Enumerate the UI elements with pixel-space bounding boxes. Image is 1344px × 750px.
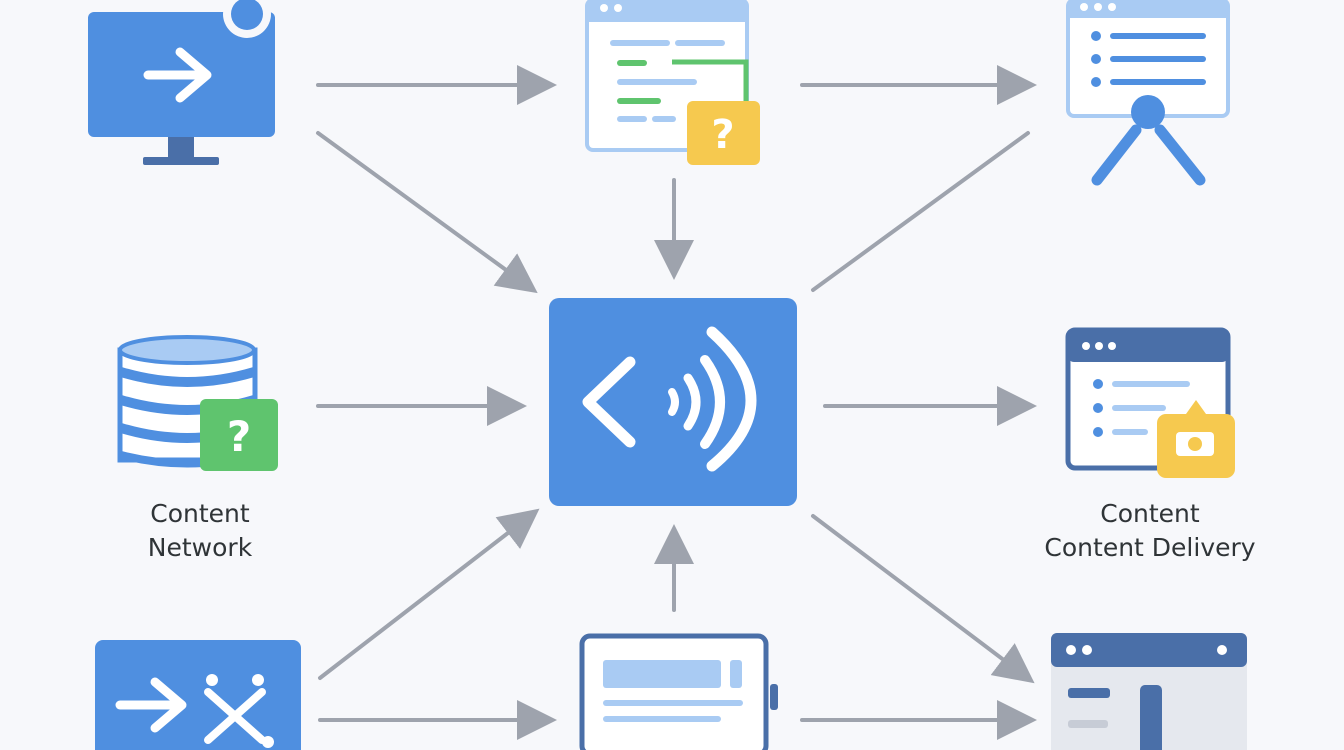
svg-text:?: ? [711, 112, 734, 158]
svg-text:?: ? [227, 412, 251, 461]
content-delivery-label: Content Content Delivery [1010, 497, 1290, 565]
content-network-label-line1: Content [150, 499, 250, 528]
monitor-arrow-icon [88, 0, 275, 165]
content-network-label: Content Network [100, 497, 300, 565]
content-delivery-label-line1: Content [1100, 499, 1200, 528]
arrow-monitor-to-hub [316, 131, 538, 294]
browser-camera-icon [1065, 327, 1235, 478]
arrow-routing-icon [95, 640, 301, 750]
connection-arrows [316, 65, 1037, 740]
content-delivery-label-line2: Content Delivery [1044, 533, 1256, 562]
content-network-label-line2: Network [147, 533, 253, 562]
code-window-question-icon: ? [585, 0, 760, 165]
arrow-hub-to-browser-layout [811, 514, 1035, 684]
arrow-hub-to-presenter [811, 131, 1030, 292]
presenter-document-icon [1066, 0, 1230, 186]
tablet-device-icon [579, 633, 778, 750]
browser-layout-icon [1051, 633, 1247, 750]
arrow-routing-to-hub [318, 508, 540, 680]
code-signal-hub-icon[interactable] [549, 298, 797, 506]
database-question-icon: ? [117, 335, 278, 471]
